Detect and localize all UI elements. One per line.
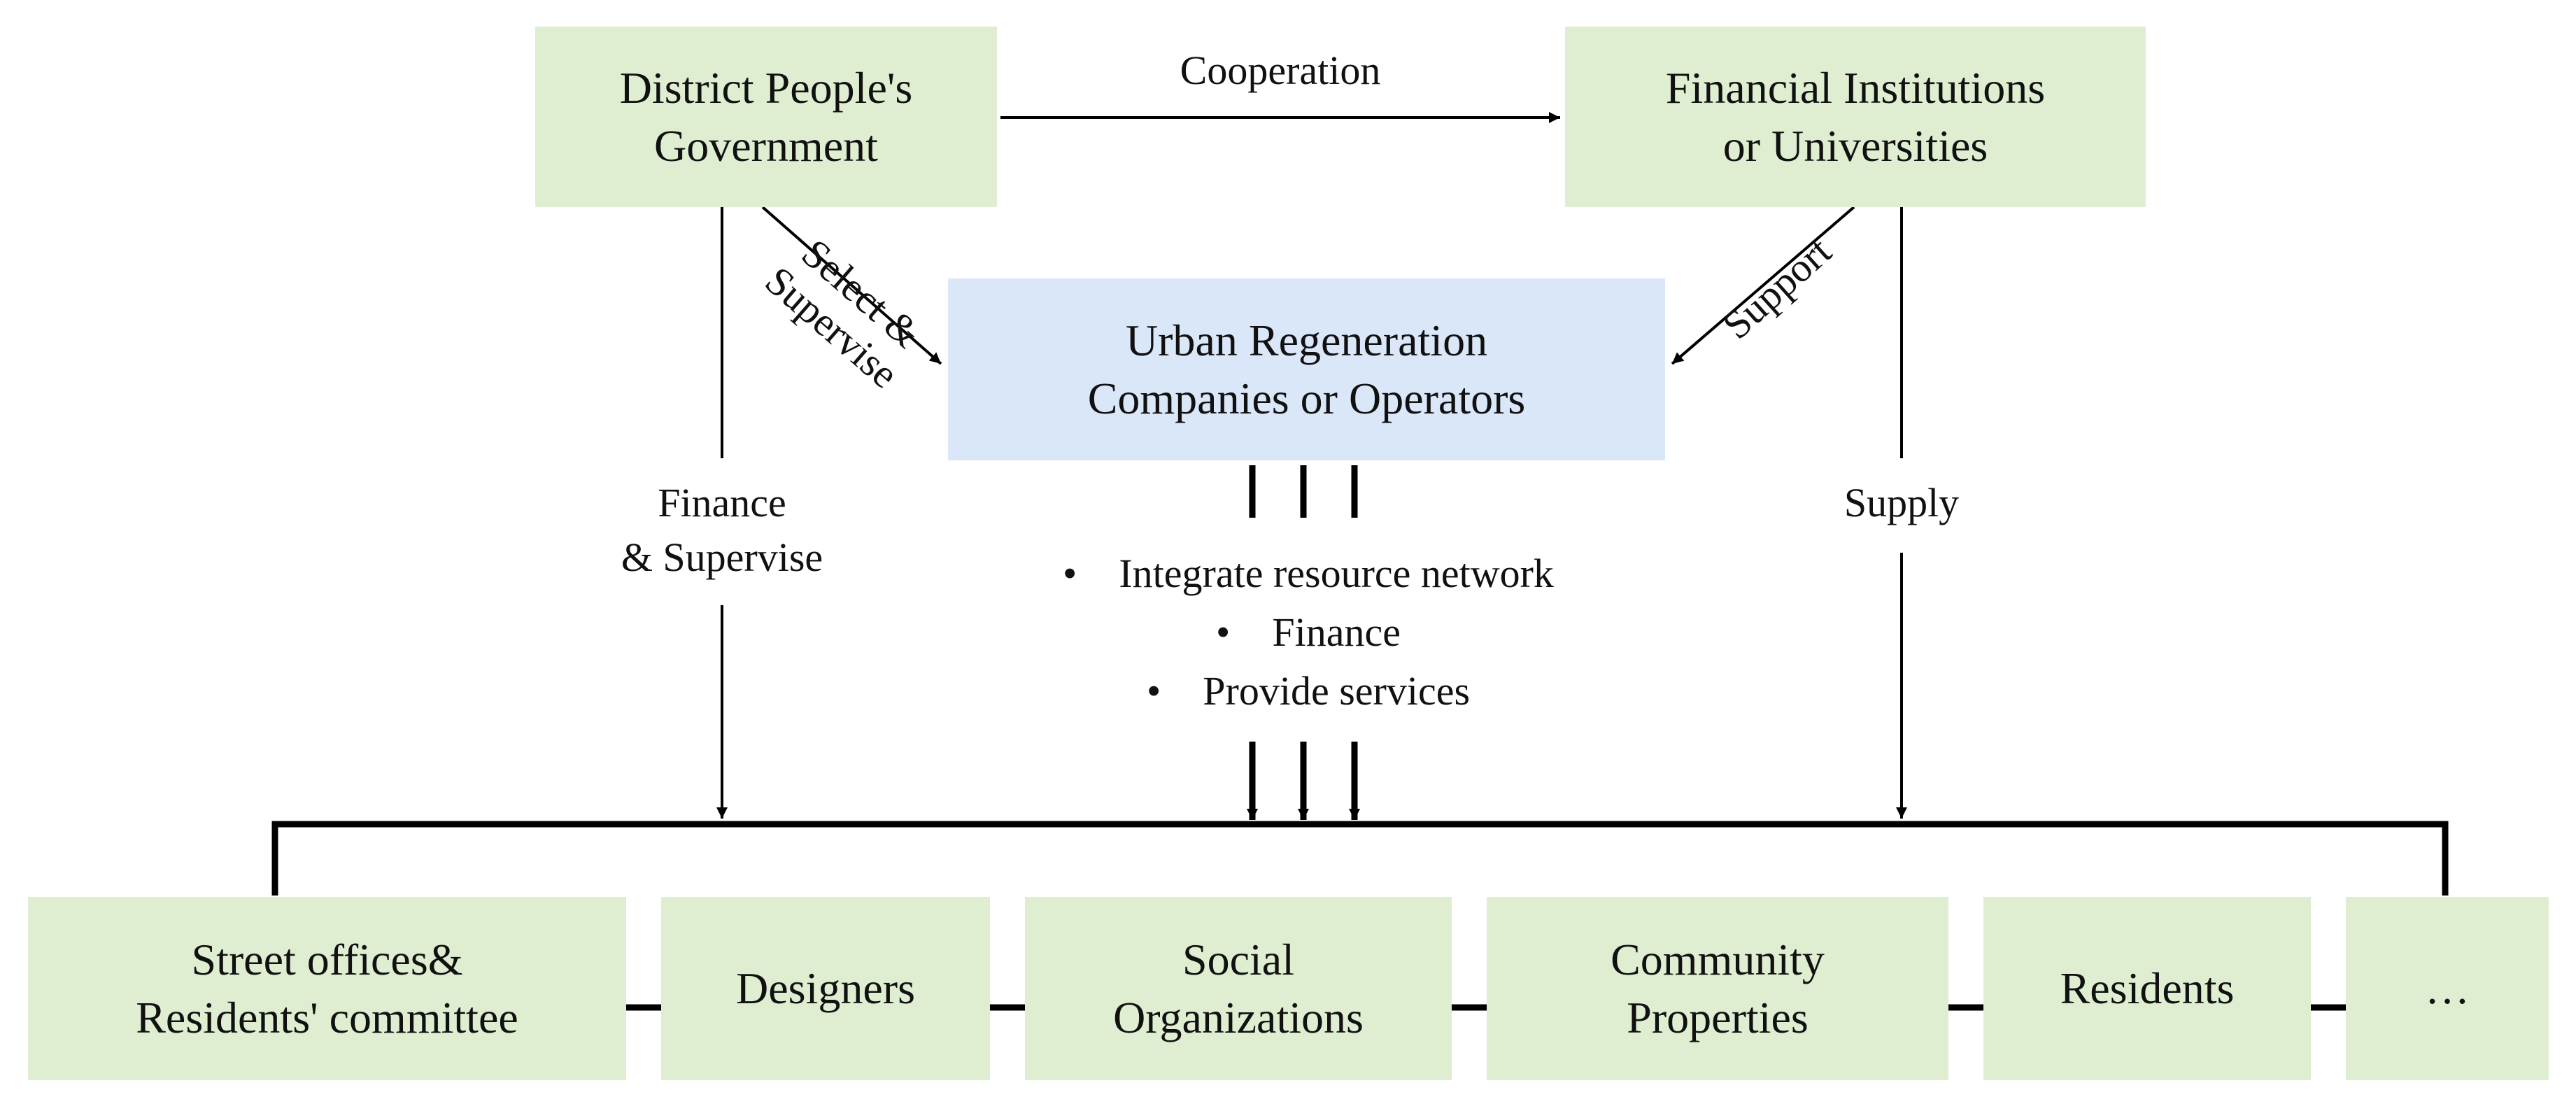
node-residents-label: Residents [2060, 963, 2235, 1014]
role-item-label: Integrate resource network [1119, 551, 1554, 596]
node-financial-institutions-label: Financial Institutions or Universities [1665, 62, 2046, 171]
role-item: • Finance [965, 603, 1651, 662]
bottom-bracket [271, 821, 2449, 896]
role-item: • Provide services [965, 662, 1651, 721]
node-district-government: District People's Government [535, 27, 997, 207]
bullet-dot: • [1216, 609, 1231, 656]
node-district-government-label: District People's Government [619, 62, 913, 171]
node-social-organizations: Social Organizations [1025, 897, 1452, 1080]
role-item: • Integrate resource network [965, 544, 1651, 603]
node-community-properties-label: Community Properties [1611, 934, 1825, 1042]
node-designers: Designers [661, 897, 990, 1080]
edge-label-cooperation: Cooperation [1180, 48, 1381, 93]
operator-roles-list: • Integrate resource network • Finance • Pr… [965, 544, 1651, 721]
bullet-dot: • [1146, 668, 1161, 714]
node-designers-label: Designers [736, 963, 915, 1014]
node-more-ellipsis: … [2346, 897, 2549, 1080]
role-item-label: Provide services [1203, 668, 1471, 714]
node-street-offices-label: Street offices& Residents' committee [136, 934, 518, 1042]
node-residents: Residents [1983, 897, 2311, 1080]
node-more-ellipsis-label: … [2425, 963, 2470, 1014]
node-community-properties: Community Properties [1487, 897, 1948, 1080]
role-item-label: Finance [1272, 609, 1401, 656]
arrow-select-supervise [761, 206, 942, 365]
node-urban-regeneration-label: Urban Regeneration Companies or Operator… [1087, 315, 1526, 423]
node-social-organizations-label: Social Organizations [1113, 934, 1364, 1042]
node-street-offices: Street offices& Residents' committee [28, 897, 626, 1080]
arrow-support [1671, 206, 1855, 365]
bullet-dot: • [1063, 551, 1077, 596]
node-urban-regeneration: Urban Regeneration Companies or Operator… [948, 278, 1665, 460]
node-financial-institutions: Financial Institutions or Universities [1565, 27, 2146, 207]
edge-label-finance-supervise: Finance & Supervise [596, 476, 848, 586]
edge-label-supply: Supply [1804, 476, 2000, 531]
